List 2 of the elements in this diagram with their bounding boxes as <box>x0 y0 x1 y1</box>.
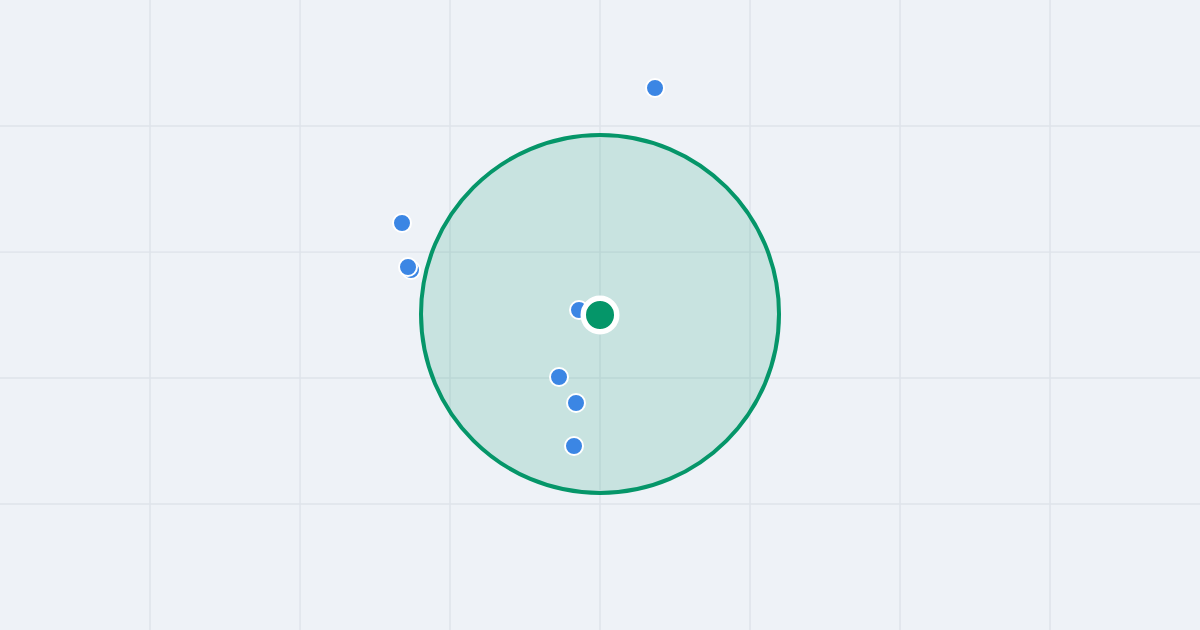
radius-circle <box>419 133 781 495</box>
center-dot <box>580 295 620 335</box>
